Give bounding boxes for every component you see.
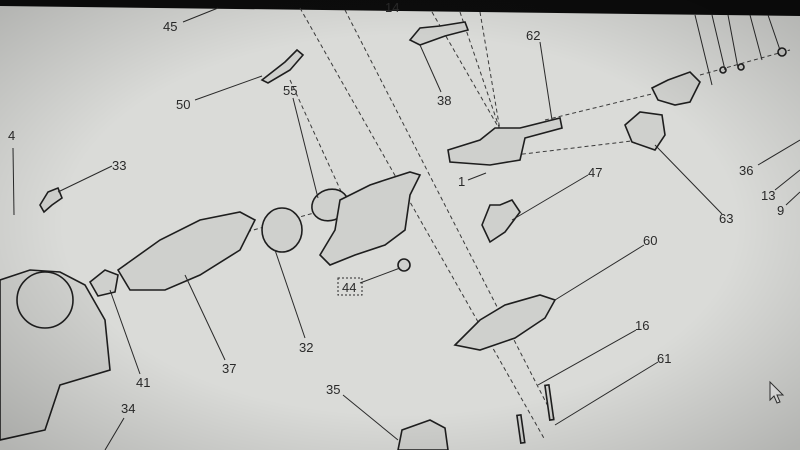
label-35: 35 <box>326 382 340 397</box>
label-63: 63 <box>719 211 733 226</box>
part-shroud-ring <box>16 271 74 329</box>
label-60: 60 <box>643 233 657 248</box>
label-55: 55 <box>283 83 297 98</box>
label-33: 33 <box>112 158 126 173</box>
label-9: 9 <box>777 203 784 218</box>
label-34: 34 <box>121 401 135 416</box>
label-4: 4 <box>8 128 15 143</box>
label-37: 37 <box>222 361 236 376</box>
label-13: 13 <box>761 188 775 203</box>
label-47: 47 <box>588 165 602 180</box>
label-41: 41 <box>136 375 150 390</box>
label-36: 36 <box>739 163 753 178</box>
label-14: 14 <box>385 0 399 15</box>
part-44-ball <box>397 258 411 272</box>
label-1: 1 <box>458 174 465 189</box>
label-61: 61 <box>657 351 671 366</box>
label-38: 38 <box>437 93 451 108</box>
label-32: 32 <box>299 340 313 355</box>
label-50: 50 <box>176 97 190 112</box>
label-62: 62 <box>526 28 540 43</box>
label-16: 16 <box>635 318 649 333</box>
label-44[interactable]: 44 <box>342 280 356 295</box>
label-45: 45 <box>163 19 177 34</box>
part-32-ring <box>261 207 303 253</box>
